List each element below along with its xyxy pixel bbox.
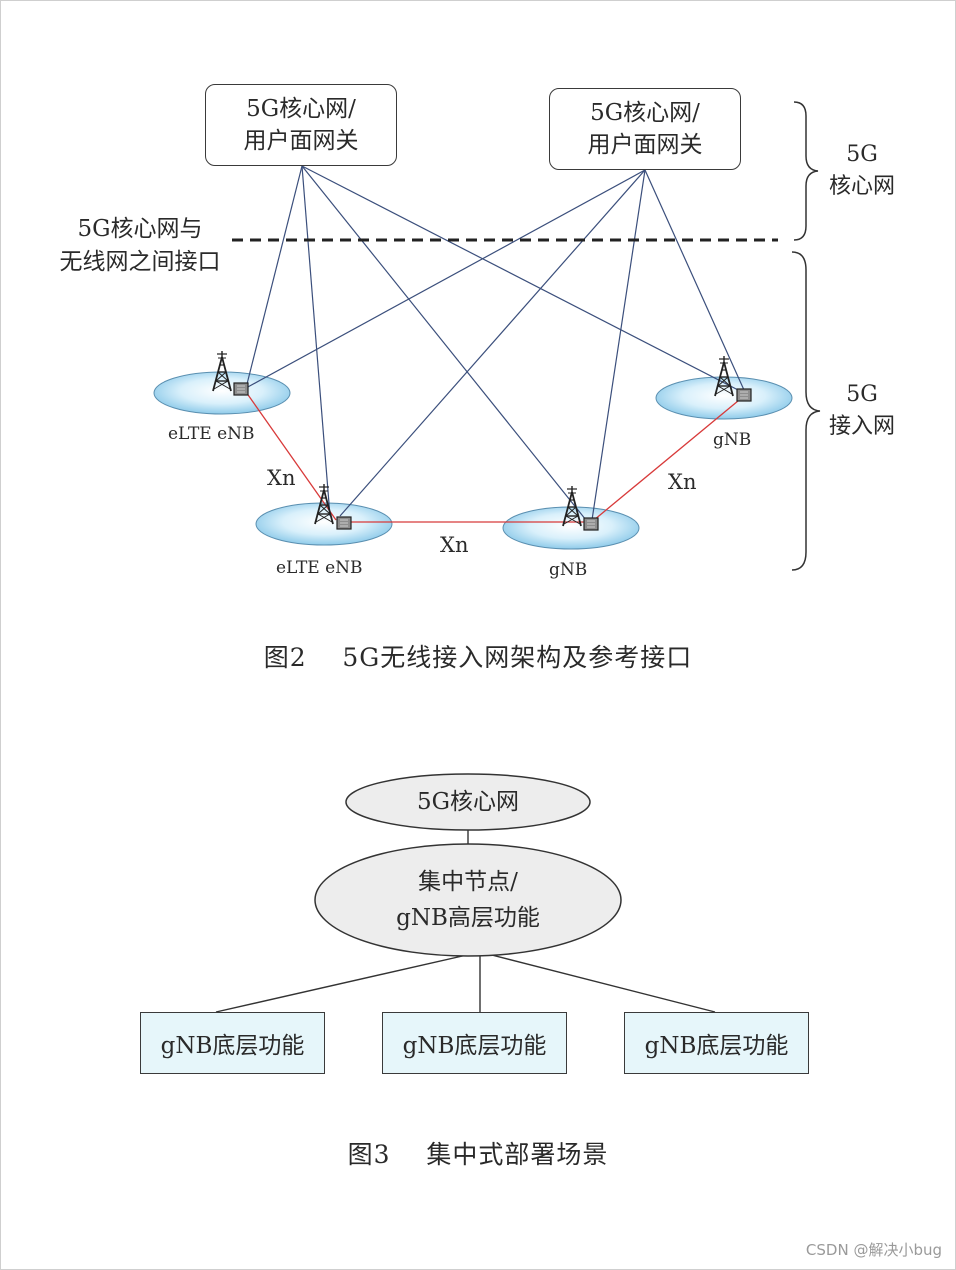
figure2-caption: 图2 5G无线接入网架构及参考接口 (263, 643, 693, 672)
base-station-label: eLTE eNB (276, 558, 363, 578)
section-core-line1: 5G (846, 142, 878, 167)
central-node-text: 集中节点/ gNB高层功能 (315, 844, 621, 956)
core-gateway-line1: 5G核心网/ (246, 96, 356, 122)
base-station-label: gNB (549, 560, 588, 580)
central-node-ellipse (314, 843, 622, 957)
gnb-low-function-box: gNB底层功能 (624, 1012, 809, 1074)
gnb-low-function-label: gNB底层功能 (644, 1033, 789, 1059)
core-gateway-line1: 5G核心网/ (590, 100, 700, 126)
central-node-line1: 集中节点/ (418, 869, 518, 895)
core-ellipse (345, 773, 591, 831)
cabinet-icon (736, 388, 752, 402)
watermark: CSDN @解决小bug (805, 1241, 942, 1259)
base-station-label: eLTE eNB (168, 424, 255, 444)
cell-elte-bottom (255, 502, 393, 546)
section-core-line2: 核心网 (828, 174, 895, 199)
cell-elte-top-left (153, 371, 291, 415)
xn-label: Xn (668, 470, 697, 494)
central-node-line2: gNB高层功能 (396, 905, 540, 931)
interface-label-line1: 5G核心网与 (77, 216, 203, 242)
core-gateway-box-right: 5G核心网/ 用户面网关 (549, 88, 741, 170)
brace-core (793, 101, 819, 241)
gnb-low-function-label: gNB底层功能 (402, 1033, 547, 1059)
core-label: 5G核心网 (416, 789, 519, 815)
core-gateway-line2: 用户面网关 (243, 128, 359, 154)
cabinet-icon (583, 517, 599, 531)
cell-gnb-bottom (502, 506, 640, 550)
gnb-low-function-label: gNB底层功能 (160, 1033, 305, 1059)
interface-label: 5G核心网与 无线网之间接口 (50, 213, 230, 279)
core-ellipse-text: 5G核心网 (346, 774, 590, 830)
core-gateway-box-left: 5G核心网/ 用户面网关 (205, 84, 397, 166)
gnb-low-function-box: gNB底层功能 (382, 1012, 567, 1074)
base-station-label: gNB (713, 430, 752, 450)
cabinet-icon (336, 516, 352, 530)
section-access-line2: 接入网 (828, 414, 895, 439)
core-gateway-line2: 用户面网关 (587, 132, 703, 158)
section-access-label: 5G 接入网 (818, 379, 906, 443)
cabinet-icon (233, 382, 249, 396)
core-links (245, 165, 745, 521)
section-access-line1: 5G (846, 382, 878, 407)
section-core-label: 5G 核心网 (818, 139, 906, 203)
xn-label: Xn (267, 466, 296, 490)
interface-label-line2: 无线网之间接口 (59, 249, 221, 275)
brace-access (791, 251, 821, 571)
gnb-low-function-box: gNB底层功能 (140, 1012, 325, 1074)
figure3-caption: 图3 集中式部署场景 (347, 1140, 609, 1169)
xn-label: Xn (440, 533, 469, 557)
